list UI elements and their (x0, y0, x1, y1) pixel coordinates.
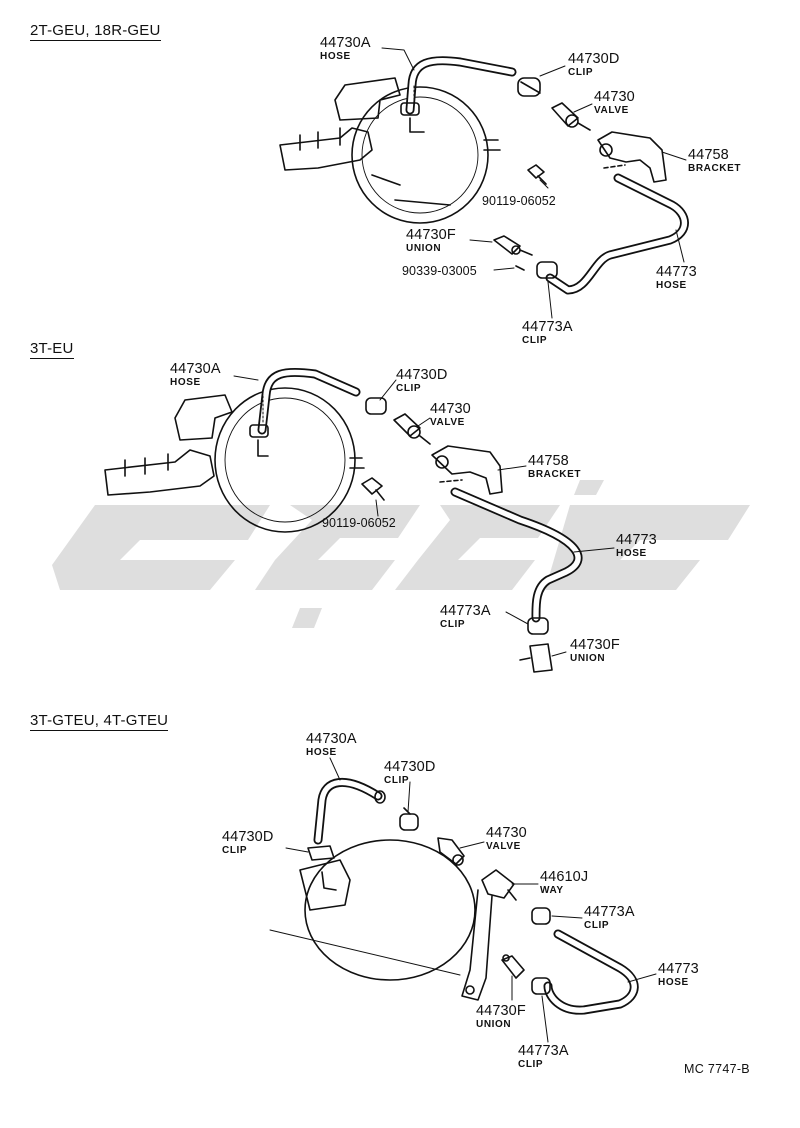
s1-label-union-44730f: 44730F UNION (406, 227, 456, 254)
s2-label-clip-44730d: 44730D CLIP (396, 367, 448, 394)
s1-label-bolt-90119: 90119-06052 (482, 194, 556, 208)
s3-label-hose-44730a: 44730A HOSE (306, 731, 357, 758)
s3-label-clip-44730d-top: 44730D CLIP (384, 759, 436, 786)
s2-label-valve-44730: 44730 VALVE (430, 401, 471, 428)
s3-label-valve-44730: 44730 VALVE (486, 825, 527, 852)
s2-label-clip-44773a: 44773A CLIP (440, 603, 491, 630)
s1-label-valve-44730: 44730 VALVE (594, 89, 635, 116)
s2-label-bolt-90119: 90119-06052 (322, 516, 396, 530)
s1-label-plug-90339: 90339-03005 (402, 264, 477, 278)
section1-drawing (279, 47, 689, 319)
s2-label-union-44730f: 44730F UNION (570, 637, 620, 664)
s3-label-clip-44773a-top: 44773A CLIP (584, 904, 635, 931)
s3-label-way-44610j: 44610J WAY (540, 869, 589, 896)
section-title-3t-eu: 3T-EU (30, 340, 74, 359)
s1-label-clip-44730d: 44730D CLIP (568, 51, 620, 78)
s2-label-hose-44730a: 44730A HOSE (170, 361, 221, 388)
section-title-2t-geu: 2T-GEU, 18R-GEU (30, 22, 161, 41)
s2-label-hose-44773: 44773 HOSE (616, 532, 657, 559)
s1-label-hose-44773: 44773 HOSE (656, 264, 697, 291)
section2-drawing (104, 367, 615, 673)
s1-label-clip-44773a: 44773A CLIP (522, 319, 573, 346)
s3-label-hose-44773: 44773 HOSE (658, 961, 699, 988)
s1-label-hose-44730a: 44730A HOSE (320, 35, 371, 62)
watermark-logo (52, 480, 750, 628)
s3-label-union-44730f: 44730F UNION (476, 1003, 526, 1030)
s3-label-clip-44730d-left: 44730D CLIP (222, 829, 274, 856)
s2-label-bracket-44758: 44758 BRACKET (528, 453, 582, 480)
s3-label-clip-44773a-bottom: 44773A CLIP (518, 1043, 569, 1070)
section-title-3t-gteu: 3T-GTEU, 4T-GTEU (30, 712, 169, 731)
s1-label-bracket-44758: 44758 BRACKET (688, 147, 742, 174)
figure-code: MC 7747-B (684, 1062, 750, 1076)
section3-drawing (269, 757, 657, 1043)
